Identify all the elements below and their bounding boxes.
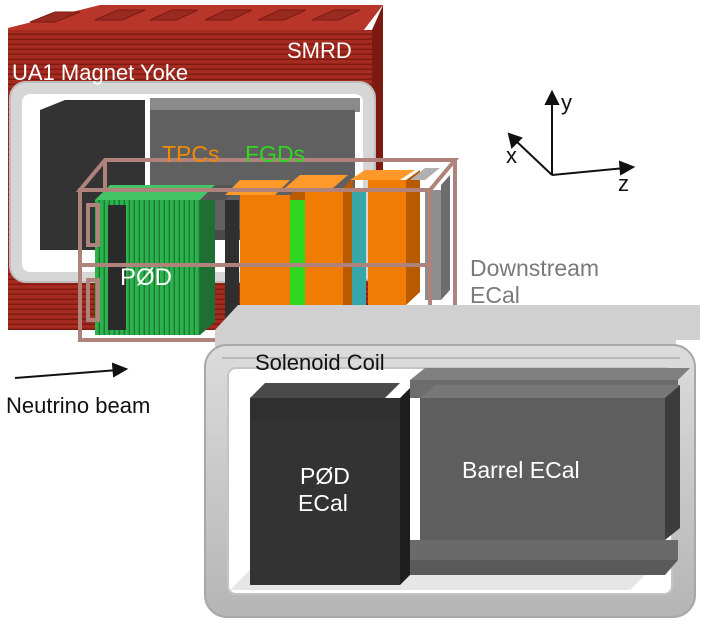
label-pod-ecal-line2: ECal	[298, 490, 348, 516]
label-neutrino-beam: Neutrino beam	[6, 393, 150, 418]
y-axis-arrow-icon	[544, 89, 560, 105]
label-barrel-ecal: Barrel ECal	[462, 457, 580, 483]
fgd-1	[290, 200, 305, 325]
label-pod: PØD	[120, 264, 172, 291]
solenoid-assembly	[204, 305, 700, 618]
yoke-top-segments	[29, 9, 361, 23]
coordinate-axes	[507, 89, 636, 176]
basket-frame	[75, 158, 460, 342]
label-pod-ecal-line1: PØD	[300, 463, 350, 489]
label-downstream-line2: ECal	[470, 282, 520, 308]
z-axis-line	[551, 167, 626, 176]
label-smrd: SMRD	[287, 38, 352, 63]
axis-label-y: y	[561, 90, 572, 115]
x-axis-line	[514, 139, 553, 176]
axis-label-x: x	[506, 143, 517, 168]
neutrino-beam-arrow	[14, 362, 129, 379]
pod-module	[95, 185, 215, 335]
label-tpcs: TPCs	[162, 141, 220, 167]
z-axis-arrow-icon	[618, 160, 636, 176]
tpc-3	[350, 170, 420, 305]
beam-arrow-icon	[111, 362, 129, 378]
label-fgds: FGDs	[245, 141, 305, 167]
fgd-2	[352, 190, 366, 310]
label-solenoid-coil: Solenoid Coil	[255, 350, 385, 375]
pod-ecal-module	[250, 383, 410, 585]
barrel-ecal-module	[410, 368, 690, 575]
axis-label-z: z	[618, 171, 629, 196]
label-downstream-line1: Downstream	[470, 255, 599, 281]
label-magnet-yoke: UA1 Magnet Yoke	[12, 60, 188, 85]
labels-layer: SMRD UA1 Magnet Yoke TPCs FGDs PØD Downs…	[6, 38, 629, 516]
x-axis-arrow-icon	[507, 132, 523, 149]
